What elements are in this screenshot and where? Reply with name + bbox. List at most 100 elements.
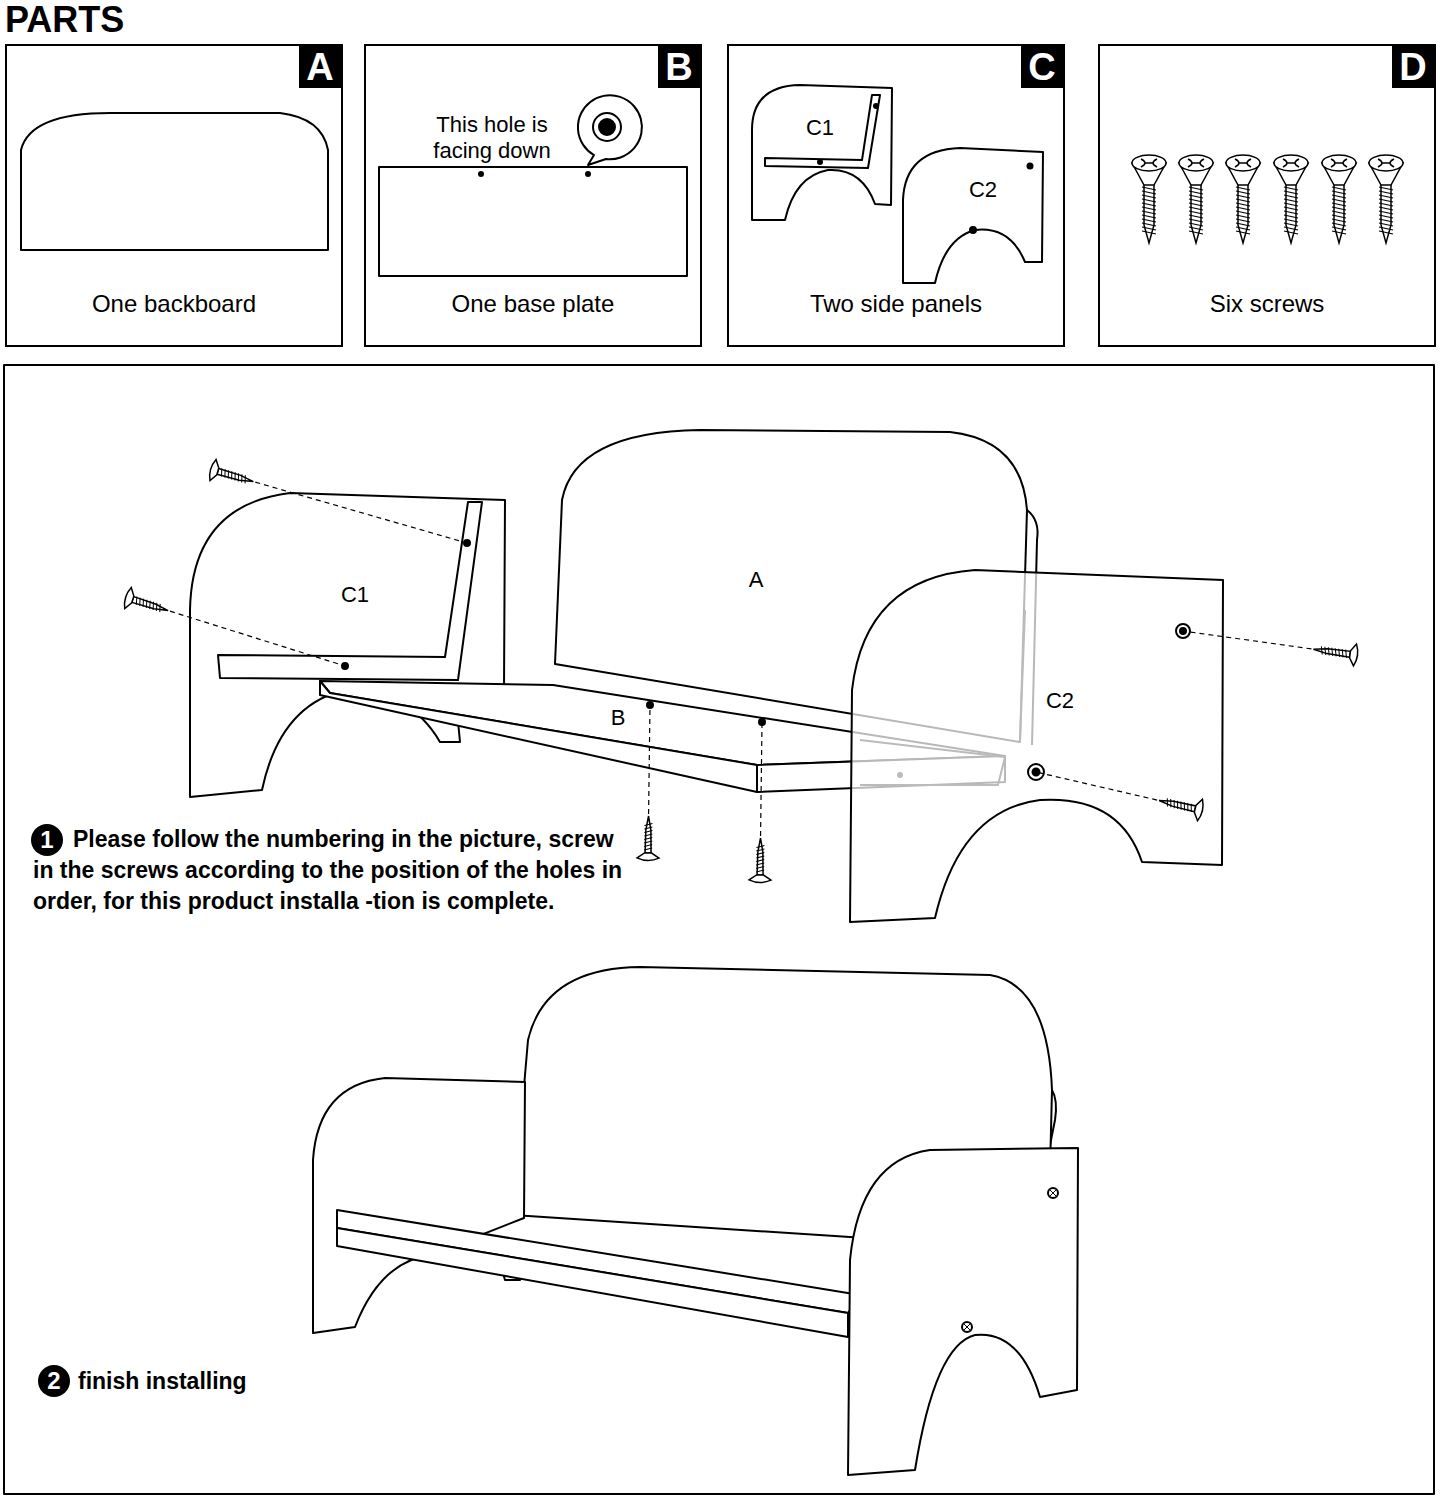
screw-thread	[1345, 650, 1348, 658]
hole-dot	[464, 540, 470, 546]
screw-thread	[1284, 191, 1298, 194]
screw-head	[122, 587, 136, 610]
screw-thread	[151, 602, 155, 610]
screw-thread	[1142, 191, 1156, 194]
screw-thread	[1186, 803, 1190, 811]
screw-thread	[644, 830, 652, 832]
screw-thread	[1142, 195, 1156, 198]
screw-head	[1048, 1188, 1058, 1198]
screw-cross	[964, 1324, 970, 1330]
screw-thread	[1284, 231, 1298, 234]
screw-thread	[138, 598, 142, 606]
screw-thread	[236, 473, 240, 481]
hole-dot	[342, 663, 348, 669]
screw-cross	[1378, 159, 1394, 167]
screw	[1226, 155, 1260, 243]
side-panel-c2	[848, 1148, 1078, 1475]
side-panel-c1	[190, 493, 505, 797]
hole-center	[599, 119, 615, 135]
screw-head	[749, 875, 771, 883]
screw-thread	[644, 837, 652, 839]
hole-dot	[1180, 628, 1186, 634]
callout-number: 1	[31, 824, 63, 856]
screw-thread	[756, 845, 764, 847]
screw-thread	[1379, 191, 1393, 194]
screw-thread	[1334, 648, 1337, 656]
leader-line	[1187, 632, 1311, 649]
screw-thread	[1236, 187, 1250, 190]
part-letter: A	[299, 46, 341, 88]
screw-head	[1132, 155, 1166, 171]
hole-dot	[874, 104, 878, 108]
screw-thread	[226, 470, 230, 478]
hole-dot	[479, 172, 483, 176]
screw-thread	[1284, 187, 1298, 190]
screw-thread	[756, 852, 764, 854]
part-name: C1	[806, 115, 834, 141]
screw	[1322, 155, 1356, 243]
screw-thread	[1179, 801, 1183, 809]
screw-thread	[1324, 647, 1327, 655]
part-panel: CTwo side panels	[727, 44, 1065, 347]
hole-ring	[593, 113, 621, 141]
leader-line	[255, 482, 463, 542]
screw-thread	[1142, 231, 1156, 234]
screw-thread	[756, 859, 764, 861]
part-caption: Two side panels	[729, 289, 1063, 319]
screw-thread	[1332, 219, 1346, 222]
screw-shaft	[132, 597, 169, 614]
leader-line	[649, 709, 650, 814]
screw-thread	[756, 849, 764, 851]
screw-thread	[1332, 187, 1346, 190]
screw-thread	[1189, 215, 1203, 218]
screw-thread	[233, 472, 237, 480]
screw-thread	[1379, 215, 1393, 218]
screw-thread	[1189, 231, 1203, 234]
screw-thread	[1142, 227, 1156, 230]
screw-thread	[1379, 203, 1393, 206]
screw-thread	[1236, 215, 1250, 218]
screw-group	[122, 155, 1403, 883]
screw-shaft	[1158, 798, 1195, 812]
screw-head	[1322, 155, 1356, 171]
hole-dot	[970, 227, 976, 233]
screw-thread	[230, 471, 234, 479]
screw-thread	[1189, 804, 1193, 812]
screw-cross	[1331, 159, 1347, 167]
screw-thread	[756, 863, 764, 865]
screw-head	[1369, 155, 1403, 171]
screw-thread	[1284, 211, 1298, 214]
screw	[1132, 155, 1166, 243]
leader-line	[170, 611, 341, 665]
screw-head	[1349, 643, 1359, 666]
screw-thread	[1236, 203, 1250, 206]
step-text: Please follow the numbering in the pictu…	[33, 824, 633, 917]
screw-thread	[1236, 199, 1250, 202]
hidden-hole	[897, 772, 903, 778]
hole-dot	[818, 160, 822, 164]
screw	[1274, 155, 1308, 243]
screw-thread	[1332, 231, 1346, 234]
part-letter: B	[658, 46, 700, 88]
base-plate-part	[379, 167, 687, 276]
screw-thread	[1379, 231, 1393, 234]
base-plate-front	[320, 681, 757, 792]
screw	[208, 459, 257, 492]
part-caption: One base plate	[366, 289, 700, 319]
screw-thread	[1332, 207, 1346, 210]
screw-head	[1179, 155, 1213, 171]
screw-thread	[1189, 219, 1203, 222]
side-panel-c2	[850, 570, 1223, 922]
step-text: finish installing	[78, 1366, 247, 1397]
screw-thread	[154, 603, 158, 611]
panel-groove	[218, 502, 482, 680]
hidden-groove	[860, 610, 1025, 785]
part-name: C2	[1046, 688, 1074, 714]
screw	[1179, 155, 1213, 243]
screw-thread	[223, 469, 227, 477]
backboard-part	[21, 113, 328, 250]
screw-head	[1274, 155, 1308, 171]
screw-thread	[644, 841, 652, 843]
callout-number: 2	[38, 1365, 70, 1397]
screw-thread	[1331, 648, 1334, 656]
